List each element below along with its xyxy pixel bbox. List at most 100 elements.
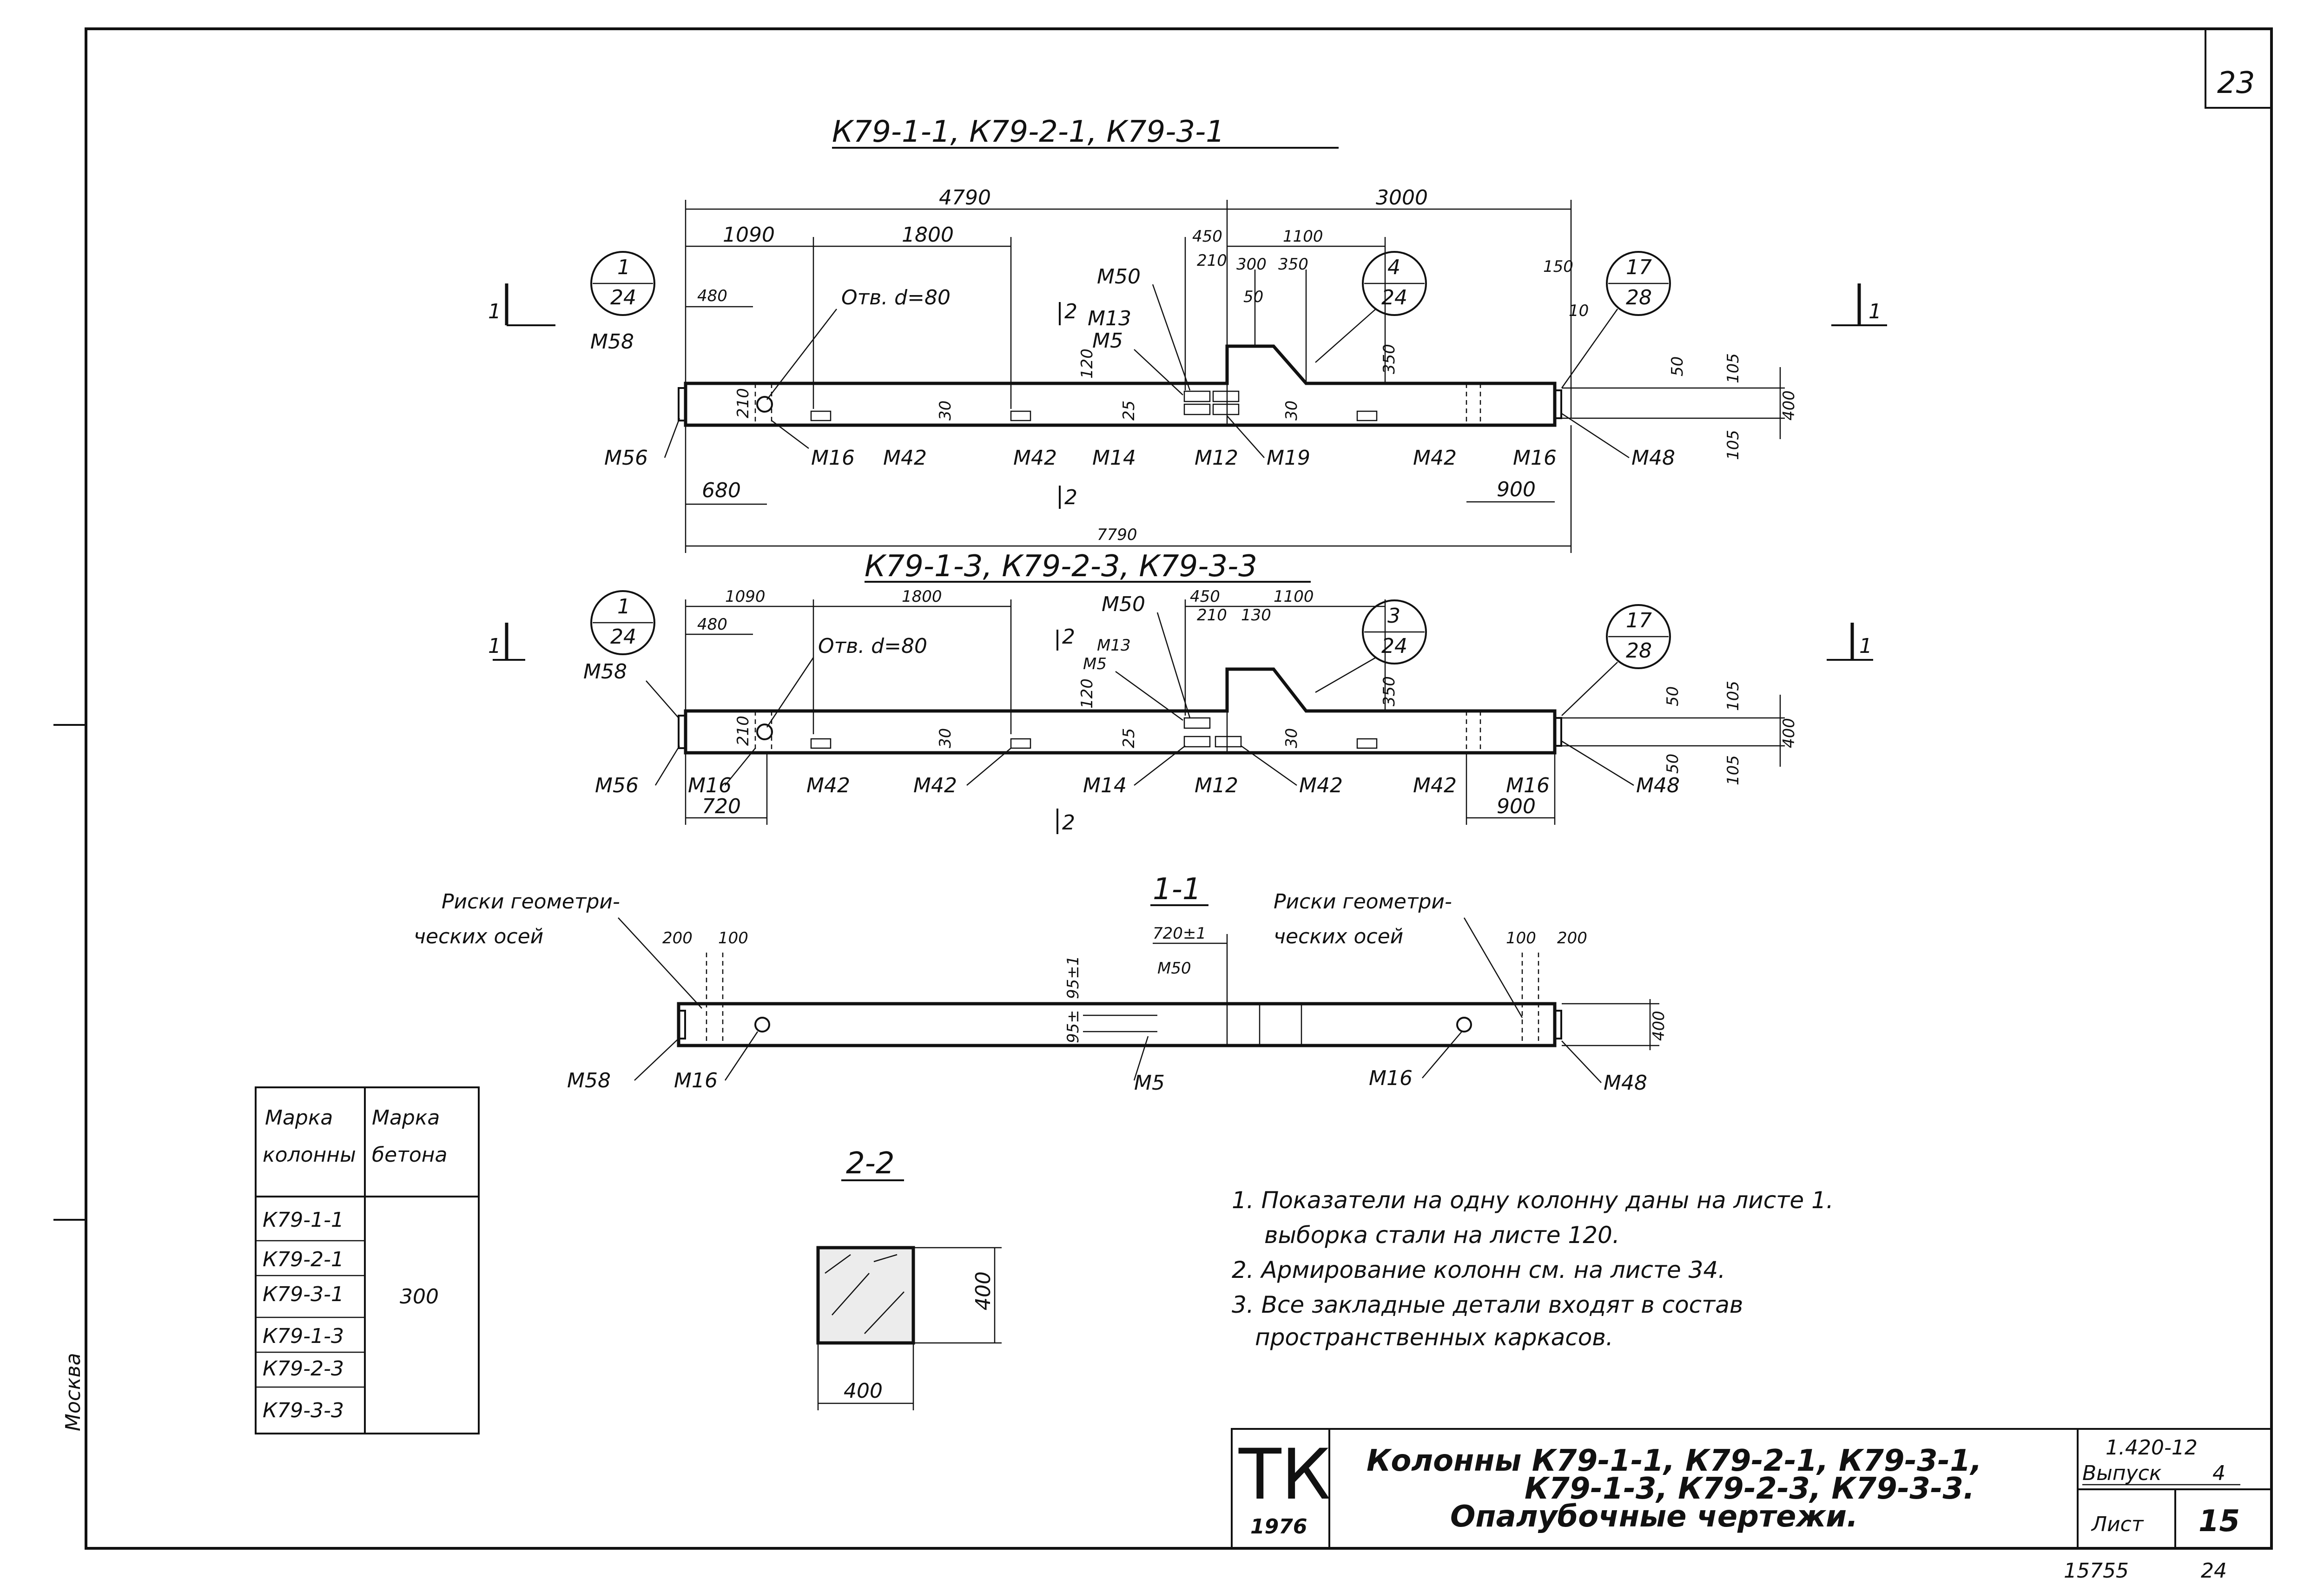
embedded-plate — [1010, 410, 1031, 421]
stamp-title-2: К79-1-3, К79-2-3, К79-3-3. — [1525, 1472, 1974, 1506]
dim-50r: 50 — [1668, 356, 1687, 376]
dim-3000: 3000 — [1376, 186, 1428, 210]
hatch — [864, 1291, 905, 1334]
section-2-top: 2 — [1062, 625, 1075, 649]
dim-50: 50 — [1243, 288, 1263, 306]
stamp-title-1: Колонны К79-1-1, К79-2-1, К79-3-1, — [1367, 1444, 1982, 1478]
mark-m58: М58 — [567, 1069, 611, 1092]
svg-text:1: 1 — [488, 634, 501, 658]
embedded-plate — [1183, 736, 1211, 748]
svg-text:17: 17 — [1626, 256, 1652, 279]
stamp-sheet: 15 — [2199, 1504, 2240, 1539]
table-row: К79-2-3 — [263, 1357, 344, 1381]
dim-1090: 1090 — [725, 587, 766, 606]
mark-m48: М48 — [1636, 774, 1680, 797]
end-plate-left — [678, 1010, 686, 1039]
dim-105b: 105 — [1724, 755, 1743, 785]
mark-m58: М58 — [583, 660, 627, 684]
mark-leader — [966, 748, 1011, 786]
mark-m16a: М16 — [811, 446, 855, 470]
axis-note-leader — [1463, 917, 1523, 1018]
mark-m42a: М42 — [883, 446, 927, 470]
mark-leader — [1156, 612, 1191, 718]
dim-200-right: 200 — [1557, 929, 1587, 947]
notes: 1. Показатели на одну колонну даны на ли… — [1232, 1187, 1834, 1351]
mark-m16b: М16 — [1506, 774, 1550, 797]
embedded-plate — [1215, 736, 1242, 748]
dim-450: 450 — [1192, 227, 1222, 246]
right-axis-note-2: ческих осей — [1274, 925, 1403, 948]
callout-4-24: 4 24 — [1315, 251, 1427, 363]
dim-25: 25 — [1120, 401, 1138, 421]
section-2-2-title: 2-2 — [846, 1146, 895, 1181]
dim-480: 480 — [697, 615, 727, 634]
dim-900: 900 — [1497, 795, 1536, 818]
dim-105a: 105 — [1724, 353, 1743, 383]
mark-m16b: М16 — [1369, 1066, 1413, 1090]
section-1-1-body — [677, 1002, 1557, 1047]
table-row: К79-1-1 — [263, 1208, 344, 1232]
table-row: К79-2-1 — [263, 1248, 344, 1271]
dim-350v: 350 — [1380, 344, 1399, 374]
section-2-2-width: 400 — [844, 1379, 883, 1403]
stamp-logo: ТК — [1238, 1434, 1331, 1515]
svg-text:1: 1 — [617, 256, 630, 279]
embedded-plate — [1183, 717, 1211, 729]
mark-m13: М13 — [1097, 636, 1131, 655]
stamp-issue-label: Выпуск — [2082, 1461, 2162, 1485]
table-row: К79-3-1 — [263, 1283, 344, 1306]
dim-1800: 1800 — [902, 223, 954, 247]
dim-95-b: 95± — [1064, 1010, 1083, 1043]
dim-720: 720 — [702, 795, 741, 818]
footer-num: 24 — [2201, 1559, 2227, 1583]
mark-m42a: М42 — [806, 774, 850, 797]
end-plate-left — [678, 387, 687, 421]
embedded-plate — [1010, 738, 1031, 749]
dim-1800: 1800 — [902, 587, 942, 606]
left-axis-note-2: ческих осей — [414, 925, 543, 948]
svg-text:24: 24 — [610, 286, 636, 309]
mark-m5: М5 — [1134, 1071, 1165, 1095]
dim-100-left: 100 — [718, 929, 748, 947]
title-block: ТК 1976 Колонны К79-1-1, К79-2-1, К79-3-… — [1231, 1428, 2272, 1549]
end-plate-left — [678, 715, 687, 749]
mark-m14: М14 — [1083, 774, 1127, 797]
dim-150: 150 — [1543, 257, 1573, 276]
hatch — [832, 1273, 870, 1316]
mark-m13: М13 — [1088, 307, 1131, 330]
table-row: К79-1-3 — [263, 1324, 344, 1348]
section-2-2: 2-2 400 400 — [816, 1146, 1002, 1410]
note-line: 2. Армирование колонн см. на листе 34. — [1232, 1256, 1725, 1283]
stamp-sheet-label: Лист — [2091, 1513, 2144, 1536]
dim-25: 25 — [1120, 728, 1138, 748]
mark-leader — [1422, 1031, 1462, 1079]
hatch — [873, 1254, 898, 1263]
mark-leader — [1134, 349, 1183, 395]
dim-50b: 50 — [1664, 754, 1682, 774]
mark-leader — [1227, 415, 1265, 458]
mark-leader — [1134, 745, 1186, 786]
table-header: Марка — [372, 1106, 440, 1130]
concrete-section — [816, 1246, 915, 1345]
section-marker-right: 1 — [1827, 623, 1873, 661]
embedded-plate — [810, 410, 832, 421]
dim-210v: 210 — [734, 716, 753, 746]
mark-leader — [646, 680, 679, 718]
lifting-hole — [756, 396, 773, 413]
dim-105b: 105 — [1724, 430, 1743, 460]
mark-leader — [724, 1031, 759, 1081]
axis-note-leader — [618, 917, 702, 1009]
section-1-1-title: 1-1 — [1153, 872, 1202, 907]
dim-30a: 30 — [936, 728, 955, 748]
dim-300: 300 — [1236, 255, 1267, 274]
left-axis-note-1: Риски геометри- — [442, 890, 620, 914]
dim-900: 900 — [1497, 478, 1536, 501]
table-header: колонны — [263, 1143, 356, 1167]
dim-720: 720±1 — [1153, 924, 1206, 943]
dim-30a: 30 — [936, 401, 955, 421]
table-header: бетона — [372, 1143, 448, 1167]
mark-m56: М56 — [595, 774, 639, 797]
mark-m16a: М16 — [688, 774, 732, 797]
mark-leader — [1115, 671, 1183, 721]
dim-120: 120 — [1078, 349, 1096, 379]
